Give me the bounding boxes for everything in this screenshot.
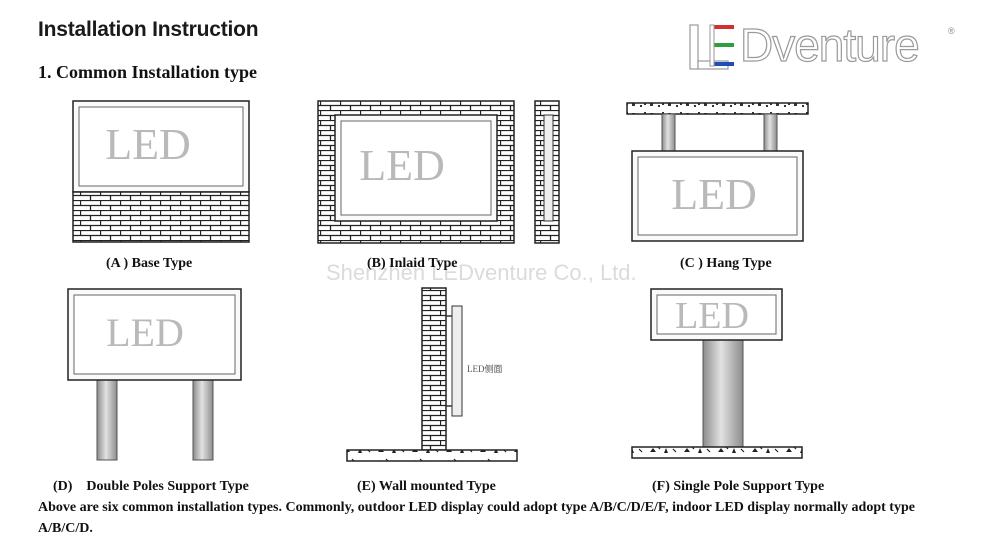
- led-screen-inner: [637, 156, 798, 236]
- screen-side-view: [451, 305, 463, 417]
- hanger-right: [763, 113, 778, 152]
- watermark: Shenzhen LEDventure Co., Ltd.: [326, 260, 637, 285]
- screen-side-view: [543, 114, 554, 222]
- single-pole: [702, 339, 744, 448]
- registered-mark: ®: [948, 26, 955, 36]
- caption-double-poles-type: (D) Double Poles Support Type: [53, 479, 249, 494]
- side-view-label: LED侧面: [467, 363, 503, 374]
- pole-right: [192, 379, 214, 461]
- led-screen-inner: [656, 294, 777, 335]
- led-screen-inner: [73, 294, 236, 375]
- caption-base-type: (A ) Base Type: [106, 256, 193, 271]
- page-title: Installation Instruction: [38, 18, 259, 41]
- caption-single-pole-type: (F) Single Pole Support Type: [652, 479, 825, 494]
- diagram-double-poles-type: LED: [67, 288, 242, 461]
- wall-side-view: [421, 287, 447, 451]
- screen-label: LED: [675, 295, 749, 337]
- diagram-wall-mounted-type: LED侧面: [346, 287, 518, 462]
- summary-paragraph: Above are six common installation types.…: [38, 500, 915, 536]
- logo-wordmark: Dventure: [739, 19, 920, 71]
- screen-label: LED: [105, 120, 191, 169]
- brick-base: [72, 191, 250, 243]
- section-title: 1. Common Installation type: [38, 62, 258, 82]
- ground: [631, 446, 803, 459]
- diagram-base-type: LED: [72, 100, 250, 243]
- diagram-inlaid-type: LED: [317, 100, 560, 244]
- diagram-hang-type: LED: [626, 102, 809, 242]
- screen-label: LED: [106, 310, 184, 355]
- hanger-left: [661, 113, 676, 152]
- led-screen-inner: [78, 106, 244, 187]
- diagram-single-pole-type: LED: [631, 288, 803, 459]
- logo-stripes-graphic: [689, 24, 734, 70]
- company-logo: [688, 22, 960, 72]
- caption-hang-type: (C ) Hang Type: [680, 256, 772, 271]
- caption-wall-mounted-type: (E) Wall mounted Type: [357, 479, 496, 494]
- caption-inlaid-type: (B) Inlaid Type: [367, 256, 458, 271]
- pole-left: [96, 379, 118, 461]
- screen-label: LED: [359, 141, 445, 190]
- led-screen-inner: [340, 120, 492, 216]
- ground: [346, 449, 518, 462]
- screen-label: LED: [671, 170, 757, 219]
- ceiling-beam: [626, 102, 809, 115]
